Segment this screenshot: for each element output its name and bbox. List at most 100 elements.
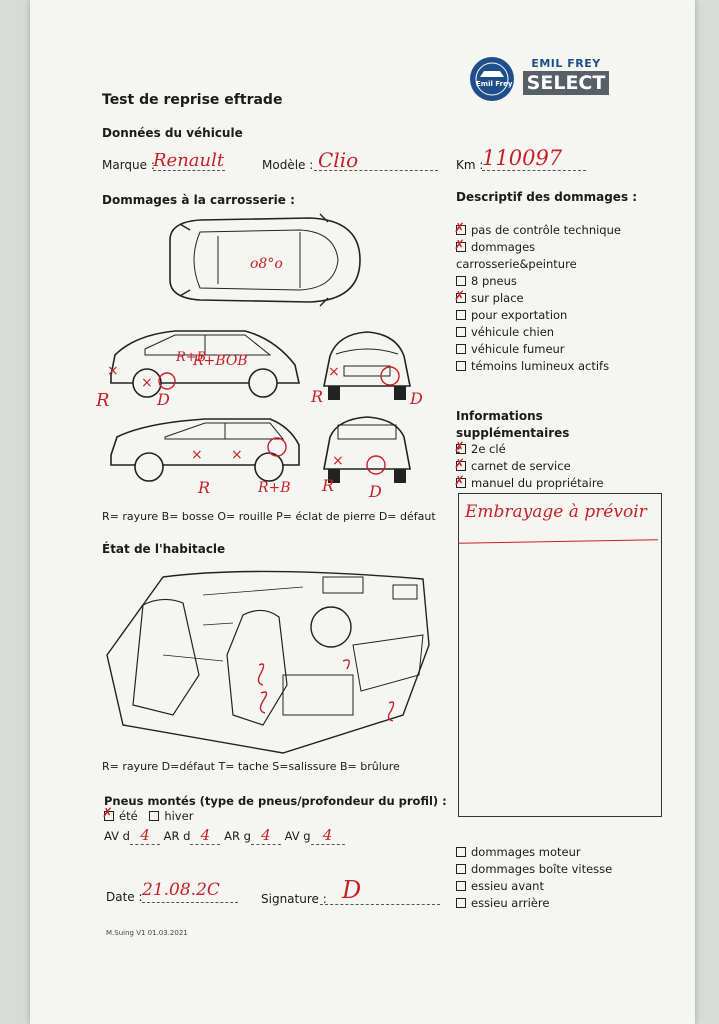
damage-item-on-site[interactable]: sur place (454, 288, 626, 307)
km-field: 110097 (482, 146, 586, 171)
interior-section-label: État de l'habitacle (102, 542, 226, 556)
model-value: Clio (318, 148, 359, 172)
svg-text:o8°o: o8°o (250, 256, 283, 272)
damage-item-dog[interactable]: véhicule chien (456, 324, 626, 341)
logo-line1: EMIL FREY (531, 57, 601, 70)
svg-text:×: × (191, 447, 203, 463)
bodywork-legend: R= rayure B= bosse O= rouille P= éclat d… (102, 510, 436, 523)
brand-label: Marque : (102, 158, 155, 172)
checkbox-icon[interactable] (454, 237, 466, 254)
damage-item-export[interactable]: pour exportation (456, 307, 626, 324)
bodywork-section-label: Dommages à la carrosserie : (102, 193, 295, 207)
svg-text:×: × (107, 363, 119, 379)
km-value: 110097 (482, 146, 563, 170)
other-item-rear-axle[interactable]: essieu arrière (456, 895, 646, 912)
checkbox-icon[interactable] (456, 327, 466, 337)
brand-value: Renault (153, 150, 225, 171)
ar-d-field[interactable]: 4 (190, 826, 221, 845)
other-item-front-axle[interactable]: essieu avant (456, 878, 646, 895)
signature-value: D (342, 876, 362, 904)
checkbox-icon[interactable] (456, 881, 466, 891)
checkbox-icon[interactable] (454, 439, 466, 456)
car-right-side-diagram: × × (110, 418, 300, 482)
damage-item-warning-lights[interactable]: témoins lumineux actifs (456, 358, 626, 375)
form-sheet: Emil Frey EMIL FREY SELECT Test de repri… (30, 0, 695, 1024)
signature-field[interactable]: D (320, 876, 440, 905)
tire-season-row: été hiver (102, 806, 194, 823)
notes-box[interactable]: Embrayage à prévoir (458, 493, 662, 817)
mark-rb-right: R+B (258, 480, 291, 496)
checkbox-icon[interactable] (456, 898, 466, 908)
date-label: Date : (106, 890, 143, 904)
ar-g-label: AR g (224, 829, 251, 843)
form-version: M.Suing V1 01.03.2021 (106, 929, 188, 937)
mark-d-front: D (410, 389, 423, 408)
checkbox-icon[interactable] (456, 864, 466, 874)
mark-r-left-rear: R (96, 390, 110, 411)
svg-text:×: × (231, 447, 243, 463)
km-label: Km : (456, 158, 484, 172)
car-rear-view-diagram: × (323, 416, 411, 483)
info-item-owner-manual[interactable]: manuel du propriétaire (454, 473, 636, 492)
svg-text:×: × (328, 364, 340, 380)
av-g-field[interactable]: 4 (310, 826, 345, 845)
av-d-field[interactable]: 4 (129, 826, 160, 845)
summer-checkbox-icon[interactable] (102, 806, 114, 821)
model-label: Modèle : (262, 158, 314, 172)
svg-text:R+BOB: R+BOB (192, 353, 248, 369)
date-value: 21.08.2C (142, 880, 220, 900)
winter-checkbox-icon[interactable] (149, 811, 160, 821)
signature-label: Signature : (261, 892, 327, 906)
checkbox-icon[interactable] (456, 276, 466, 286)
vehicle-section-label: Données du véhicule (102, 126, 243, 140)
ar-g-field[interactable]: 4 (250, 826, 281, 845)
damage-description-label: Descriptif des dommages : (456, 190, 638, 204)
additional-info-label: Informations supplémentaires : (456, 409, 570, 457)
checkbox-icon[interactable] (456, 310, 466, 320)
info-item-service-book[interactable]: carnet de service (454, 456, 636, 475)
other-item-gearbox[interactable]: dommages boîte vitesse (456, 861, 646, 878)
emil-frey-badge-logo: Emil Frey (470, 57, 514, 101)
damage-item-smoker[interactable]: véhicule fumeur (456, 341, 626, 358)
badge-icon (472, 59, 512, 99)
date-field[interactable]: 21.08.2C (142, 880, 238, 903)
checkbox-icon[interactable] (454, 456, 466, 473)
av-d-label: AV d (104, 829, 130, 843)
winter-label: hiver (164, 809, 194, 823)
damage-item-body-paint[interactable]: dommages carrosserie&peinture (454, 237, 626, 273)
mark-r-rear: R (322, 476, 335, 495)
brand-field: Renault (153, 150, 225, 171)
mark-rb-left: R+B (176, 350, 207, 365)
other-damage-list: dommages moteur dommages boîte vitesse e… (456, 844, 646, 912)
other-item-engine[interactable]: dommages moteur (456, 844, 646, 861)
additional-info-list: 2e clé carnet de service manuel du propr… (454, 439, 636, 492)
mark-r-front: R (311, 387, 324, 406)
notes-text: Embrayage à prévoir (465, 502, 647, 522)
damage-item-no-inspection[interactable]: pas de contrôle technique (454, 220, 626, 239)
checkbox-icon[interactable] (456, 361, 466, 371)
emil-frey-select-logo: EMIL FREY SELECT (523, 57, 609, 95)
page-title: Test de reprise eftrade (102, 92, 283, 108)
damage-description-list: pas de contrôle technique dommages carro… (454, 220, 626, 375)
checkbox-icon[interactable] (456, 344, 466, 354)
checkbox-icon[interactable] (456, 847, 466, 857)
model-field: Clio (314, 148, 438, 172)
badge-text: Emil Frey (476, 80, 513, 88)
info-item-second-key[interactable]: 2e clé (454, 439, 636, 458)
car-interior-diagram (106, 570, 430, 754)
damage-item-8-tires[interactable]: 8 pneus (456, 273, 626, 290)
checkbox-icon[interactable] (454, 473, 466, 490)
logo-line2: SELECT (523, 71, 609, 95)
checkbox-icon[interactable] (454, 288, 466, 305)
svg-text:×: × (141, 375, 153, 391)
mark-d-left-rear: D (157, 390, 170, 409)
interior-legend: R= rayure D=défaut T= tache S=salissure … (102, 760, 400, 773)
checkbox-icon[interactable] (454, 220, 466, 237)
car-front-view-diagram: × (323, 331, 411, 400)
car-left-side-diagram: R+BOB × × (107, 330, 300, 398)
mark-d-rear: D (369, 482, 382, 501)
car-top-view-diagram: o8°o (169, 213, 361, 307)
mark-r-right: R (198, 478, 211, 497)
svg-text:×: × (332, 453, 344, 469)
